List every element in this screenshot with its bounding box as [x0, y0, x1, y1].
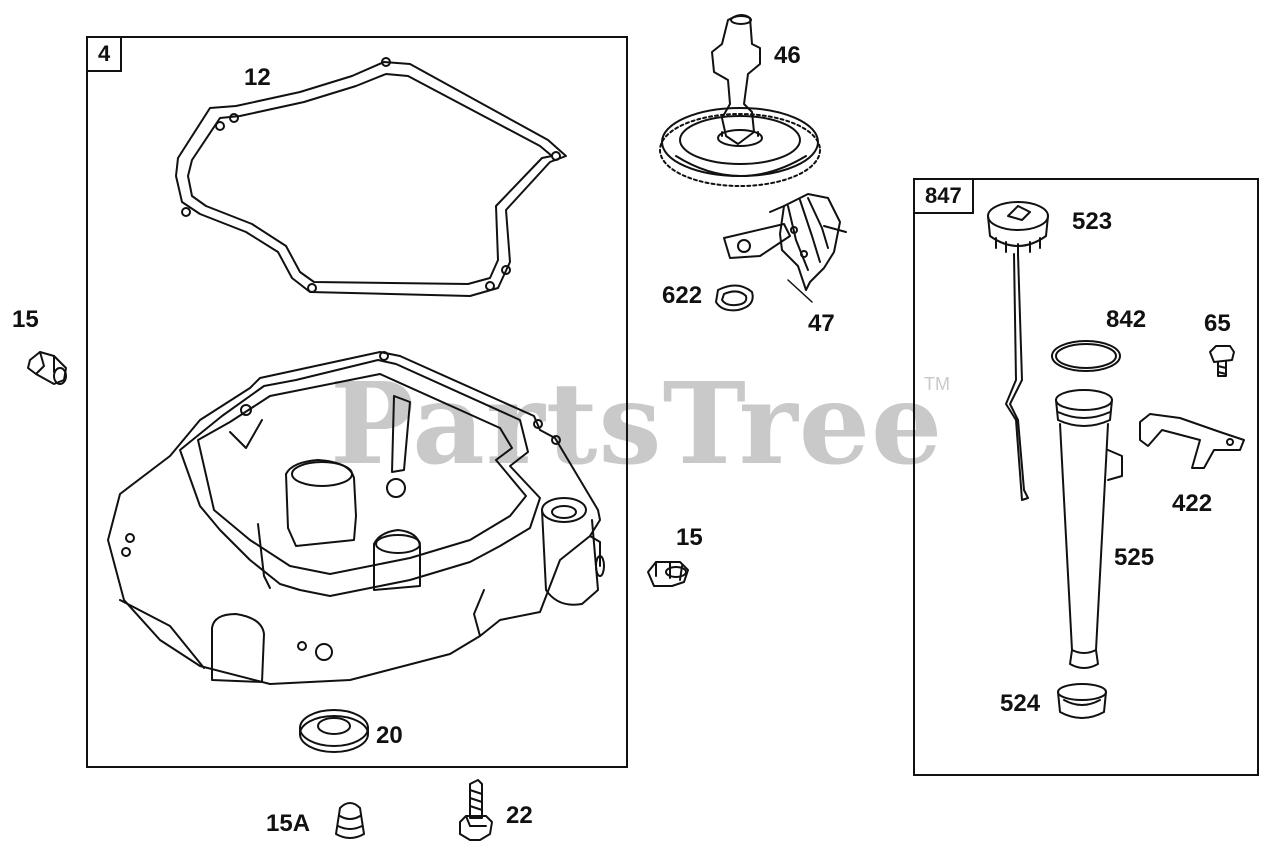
- oil-fill-tube-icon[interactable]: [1056, 390, 1122, 668]
- leader-lines: [788, 280, 812, 302]
- watermark: PartsTree: [330, 359, 944, 490]
- sump-housing-icon[interactable]: [108, 352, 604, 684]
- callout-12[interactable]: 12: [244, 64, 271, 91]
- bolt-icon[interactable]: [460, 780, 492, 840]
- dipstick-icon[interactable]: [988, 202, 1048, 500]
- callout-22[interactable]: 22: [506, 802, 533, 829]
- governor-assembly-icon[interactable]: [724, 194, 846, 290]
- callout-422[interactable]: 422: [1172, 490, 1213, 517]
- callout-525[interactable]: 525: [1114, 544, 1155, 571]
- callout-15a[interactable]: 15A: [266, 810, 311, 837]
- camshaft-gear-icon[interactable]: [660, 15, 820, 186]
- callout-523[interactable]: 523: [1072, 208, 1113, 235]
- o-ring-icon[interactable]: [1052, 341, 1120, 371]
- callout-842[interactable]: 842: [1106, 306, 1147, 333]
- oil-seal-icon[interactable]: [300, 710, 368, 752]
- bracket-icon[interactable]: [1140, 414, 1244, 468]
- group-frame-847: 847: [913, 178, 1259, 776]
- oil-plug-right-icon[interactable]: [648, 562, 688, 586]
- washer-icon[interactable]: [716, 285, 753, 310]
- callout-622[interactable]: 622: [662, 282, 703, 309]
- callout-46[interactable]: 46: [774, 42, 801, 69]
- callout-15-right[interactable]: 15: [676, 524, 703, 551]
- grommet-icon[interactable]: [1058, 684, 1106, 718]
- group-frame-4: 4: [86, 36, 628, 768]
- callout-524[interactable]: 524: [1000, 690, 1041, 717]
- gasket-icon[interactable]: [176, 58, 566, 296]
- watermark-trademark: TM: [924, 374, 950, 394]
- oil-plug-icon[interactable]: [28, 352, 66, 384]
- group-id-4: 4: [86, 36, 123, 72]
- callout-20[interactable]: 20: [376, 722, 403, 749]
- small-bolt-icon[interactable]: [1210, 346, 1234, 376]
- callout-47[interactable]: 47: [808, 310, 835, 337]
- callout-15-left[interactable]: 15: [12, 306, 39, 333]
- breather-plug-icon[interactable]: [336, 803, 364, 838]
- group-id-847: 847: [913, 178, 974, 214]
- callout-65[interactable]: 65: [1204, 310, 1231, 337]
